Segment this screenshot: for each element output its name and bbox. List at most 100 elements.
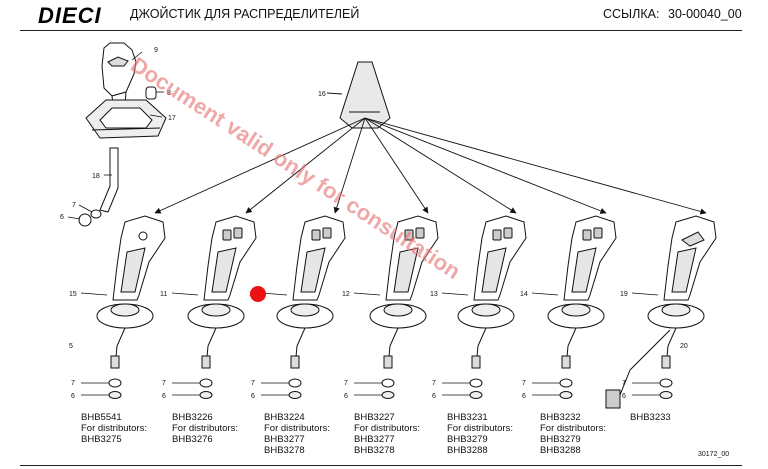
caption-line: BHB3278: [354, 445, 395, 456]
callout-nut: 7: [522, 380, 526, 387]
joystick-5: 13 7 6: [430, 215, 527, 400]
callout-8: 8: [167, 90, 171, 97]
shaft-thread: [471, 355, 481, 369]
caption-line: BHB5541: [81, 412, 122, 423]
head-button-left: [492, 229, 502, 241]
joystick-4: 12 7 6: [342, 215, 439, 400]
caption-line: BHB3276: [172, 434, 213, 445]
caption-line: BHB3233: [630, 412, 671, 423]
callout-main: 12: [342, 291, 350, 298]
caption-line: BHB3231: [447, 412, 488, 423]
joystick-base-collar: [561, 303, 591, 317]
caption-line: BHB3288: [540, 445, 581, 456]
joystick-base-collar: [290, 303, 320, 317]
hex-nut: [469, 378, 483, 388]
arrow-to-joystick-4: [364, 117, 429, 214]
arrow-to-joystick-3: [333, 117, 366, 214]
arrow-to-joystick-2: [245, 117, 366, 214]
callout-washer: 6: [622, 393, 626, 400]
hex-nut: [381, 378, 395, 388]
callout-washer: 6: [344, 393, 348, 400]
washer: [659, 391, 673, 399]
callout-shaft: 20: [680, 343, 688, 350]
caption-line: For distributors:: [81, 423, 147, 434]
callout-washer: 6: [432, 393, 436, 400]
caption-line: For distributors:: [540, 423, 606, 434]
caption-line: BHB3227: [354, 412, 395, 423]
callout-main: 13: [430, 291, 438, 298]
document-title: ДЖОЙСТИК ДЛЯ РАСПРЕДЕЛИТЕЛЕЙ: [130, 7, 360, 21]
callout-17: 17: [168, 115, 176, 122]
caption-line: BHB3279: [540, 434, 581, 445]
washer: [469, 391, 483, 399]
reference-code: 30-00040_00: [668, 7, 742, 21]
knob-assembly: [78, 42, 167, 227]
joystick-variants: 1557611761076127613761476192076: [69, 215, 717, 409]
trigger-button: [138, 231, 148, 241]
handle-shading: [481, 247, 507, 293]
shaft-thread: [201, 355, 211, 369]
caption-line: BHB3277: [354, 434, 395, 445]
caption-line: For distributors:: [447, 423, 513, 434]
joystick-base-collar: [110, 303, 140, 317]
caption-line: BHB3232: [540, 412, 581, 423]
head-button-left: [582, 229, 592, 241]
shaft-thread: [661, 355, 671, 369]
knob-leaders: [67, 51, 164, 220]
callout-7: 7: [72, 202, 76, 209]
callout-main: 15: [69, 291, 77, 298]
callout-washer: 6: [251, 393, 255, 400]
head-button-right: [415, 227, 425, 239]
handle-shading: [571, 247, 597, 293]
callout-nut: 7: [432, 380, 436, 387]
distribution-arrows: [154, 117, 707, 215]
callout-main: 19: [620, 291, 628, 298]
hex-nut: [659, 378, 673, 388]
callout-16: 16: [318, 91, 326, 98]
callout-nut: 7: [71, 380, 75, 387]
shaft-thread: [561, 355, 571, 369]
cable-connector: [605, 389, 621, 409]
washer: [199, 391, 213, 399]
header-divider: [20, 30, 742, 31]
head-button-right: [593, 227, 603, 239]
head-button-left: [404, 229, 414, 241]
hex-nut: [288, 378, 302, 388]
arrow-to-joystick-6: [364, 117, 607, 214]
joystick-base-collar: [383, 303, 413, 317]
caption-line: For distributors:: [264, 423, 330, 434]
caption-line: BHB3278: [264, 445, 305, 456]
rocker-button: [681, 231, 705, 247]
caption-line: For distributors:: [354, 423, 420, 434]
handle-shading: [211, 247, 237, 293]
joystick-3: 1076: [249, 215, 346, 400]
shaft-thread: [383, 355, 393, 369]
tube-washer: [90, 209, 102, 219]
gaiter-base-inner: [99, 107, 153, 129]
handle-shading: [300, 247, 326, 293]
washer: [288, 391, 302, 399]
caption-line: BHB3279: [447, 434, 488, 445]
washer: [559, 391, 573, 399]
callout-6: 6: [60, 214, 64, 221]
head-button-left: [222, 229, 232, 241]
caption-line: BHB3224: [264, 412, 305, 423]
joystick-base-collar: [201, 303, 231, 317]
callout-18: 18: [92, 173, 100, 180]
header: DIECI ДЖОЙСТИК ДЛЯ РАСПРЕДЕЛИТЕЛЕЙ ССЫЛК…: [0, 0, 768, 30]
shaft-thread: [290, 355, 300, 369]
brand-logo: DIECI: [38, 3, 102, 28]
callout-nut: 7: [162, 380, 166, 387]
head-button-left: [311, 229, 321, 241]
handle-shading: [393, 247, 419, 293]
caption-line: BHB3275: [81, 434, 122, 445]
joystick-caption-7: BHB3233: [630, 412, 671, 423]
callout-9: 9: [154, 47, 158, 54]
